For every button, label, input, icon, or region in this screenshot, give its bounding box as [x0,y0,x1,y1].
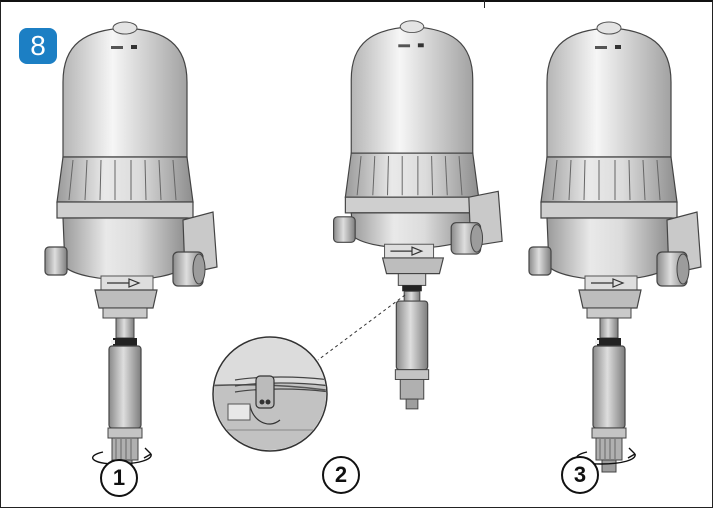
frame-divider [484,0,485,8]
pump-position-3 [528,21,702,473]
pump-position-1 [44,21,218,473]
step-number-badge: 8 [19,28,57,64]
position-label-2: 2 [322,456,360,494]
detail-magnifier [212,336,328,452]
detail-leader-line [317,294,406,361]
position-label-1: 1 [100,459,138,497]
pump-position-2 [333,20,503,410]
position-label-3: 3 [561,456,599,494]
